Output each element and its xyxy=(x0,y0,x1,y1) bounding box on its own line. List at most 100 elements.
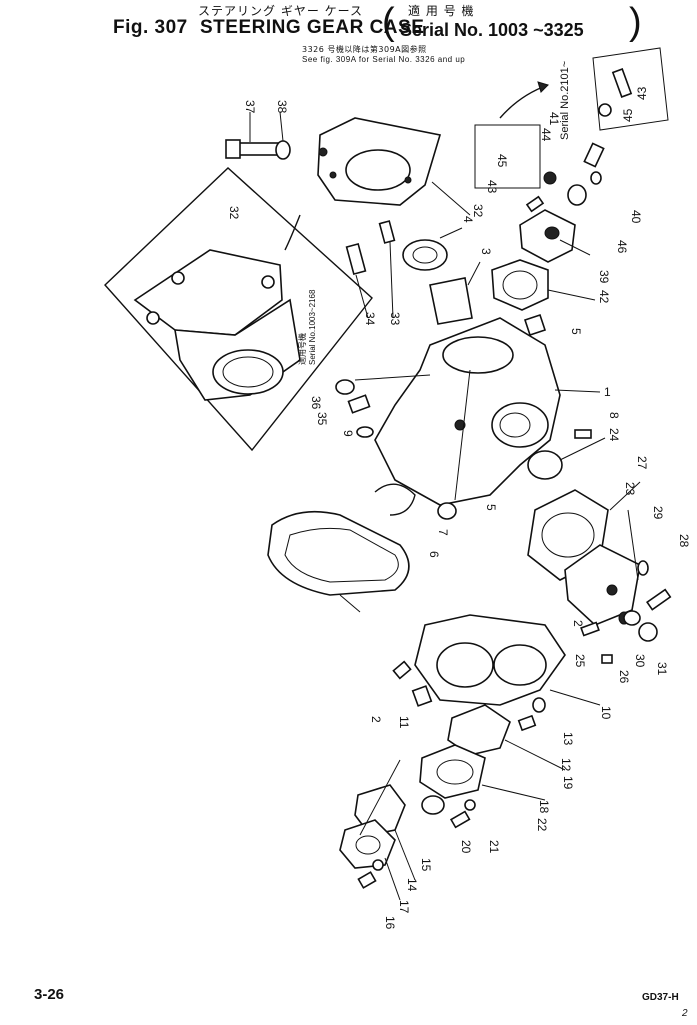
cover-10-bore-right xyxy=(493,644,547,686)
gasket-6 xyxy=(267,510,410,596)
label-25: 25 xyxy=(573,654,587,668)
label-5-bottom: 5 xyxy=(484,504,498,511)
label-13: 13 xyxy=(561,732,575,746)
label-16: 16 xyxy=(383,916,397,930)
label-2-lower: 2 xyxy=(369,716,383,723)
washer-30 xyxy=(623,610,641,626)
cap-31 xyxy=(638,622,658,642)
seal-20 xyxy=(421,795,445,815)
bolt-37-head xyxy=(225,139,241,159)
pin-34 xyxy=(345,242,367,276)
applicable-japanese: 適 用 号 機 xyxy=(408,4,475,18)
bolt-44 xyxy=(543,171,557,185)
washer-38 xyxy=(275,140,291,160)
fitting-5-bottom xyxy=(437,502,457,520)
label-35: 35 xyxy=(315,412,329,426)
cover-23 xyxy=(564,544,641,626)
pin-33 xyxy=(378,220,396,244)
label-43-inset: 43 xyxy=(635,86,649,100)
label-41: 41 xyxy=(547,112,561,126)
label-3: 3 xyxy=(479,248,493,255)
inset-bolt-hole-1 xyxy=(146,311,160,325)
pin-2-lower xyxy=(392,660,412,680)
washer-29 xyxy=(637,560,649,576)
snap-ring-7 xyxy=(374,483,416,516)
label-6: 6 xyxy=(427,551,441,558)
label-46: 46 xyxy=(615,240,629,254)
cover-10-bore-left xyxy=(436,642,494,688)
leader-42 xyxy=(547,289,596,301)
label-45-inset: 45 xyxy=(621,108,635,122)
label-36: 36 xyxy=(309,396,323,410)
leader-23 xyxy=(627,509,639,581)
model-code: GD37-H xyxy=(642,992,679,1003)
case-plug xyxy=(454,419,466,431)
label-19: 19 xyxy=(561,776,575,790)
bolt-21 xyxy=(449,810,471,829)
label-39: 39 xyxy=(597,270,611,284)
inset-bolt-hole-2 xyxy=(171,271,185,285)
washer-17 xyxy=(372,859,384,871)
label-24: 24 xyxy=(607,428,621,442)
label-18: 18 xyxy=(537,800,551,814)
leader-38 xyxy=(279,111,284,142)
seal-4 xyxy=(402,239,448,271)
leader-36 xyxy=(354,374,431,381)
label-40: 40 xyxy=(629,210,643,224)
plug-35 xyxy=(347,394,371,414)
leader-1 xyxy=(554,389,601,393)
inset-japanese-text: 適用号機 xyxy=(297,333,307,365)
gasket-6-inner xyxy=(284,527,399,583)
label-30: 30 xyxy=(633,654,647,668)
label-5-top: 5 xyxy=(569,328,583,335)
flange-32-bore xyxy=(345,149,411,191)
label-33: 33 xyxy=(388,312,402,326)
leader-39 xyxy=(559,239,591,256)
sub-page: 2 xyxy=(682,1008,688,1019)
label-42: 42 xyxy=(597,290,611,304)
note-english: See fig. 309A for Serial No. 3326 and up xyxy=(302,55,466,64)
leader-24 xyxy=(559,437,606,461)
flange-hole-2 xyxy=(404,176,412,184)
serial-range: Serial No. 1003 ~3325 xyxy=(400,20,584,40)
open-paren: ( xyxy=(382,1,395,43)
label-10: 10 xyxy=(599,706,613,720)
page-number: 3-26 xyxy=(34,986,65,1003)
washer-22 xyxy=(464,799,476,811)
cover-14-bore xyxy=(355,835,381,855)
label-43: 43 xyxy=(485,180,499,194)
pin-8 xyxy=(574,429,592,439)
figure-number: Fig. 307 xyxy=(113,17,188,38)
label-28: 28 xyxy=(677,534,691,548)
gasket-42 xyxy=(491,259,549,311)
close-paren: ) xyxy=(629,1,642,43)
label-2-upper: 2 xyxy=(571,620,585,627)
case-side-bore-inner xyxy=(499,412,531,438)
retainer-18 xyxy=(419,744,486,799)
gasket-42-inner xyxy=(502,270,538,300)
leader-18 xyxy=(481,784,546,801)
gasket-27-inner xyxy=(541,512,595,558)
label-8: 8 xyxy=(607,412,621,419)
label-11: 11 xyxy=(397,716,411,729)
inset-bolt-hole-3 xyxy=(261,275,275,289)
label-44: 44 xyxy=(539,128,553,142)
leader-14 xyxy=(384,857,401,901)
cover-39-boss xyxy=(544,226,560,240)
case-top-bore xyxy=(442,336,514,374)
leader-3 xyxy=(467,261,481,286)
gasket-19 xyxy=(447,704,511,756)
cover-14 xyxy=(339,819,396,869)
label-20: 20 xyxy=(459,840,473,854)
fitting-40 xyxy=(583,142,605,168)
label-34: 34 xyxy=(363,312,377,326)
cover-23-boss xyxy=(606,584,618,596)
plug-9 xyxy=(356,426,374,438)
title-japanese: ステアリング ギヤー ケース xyxy=(198,4,364,18)
leader-4 xyxy=(439,227,463,239)
label-4: 4 xyxy=(461,216,475,223)
label-29: 29 xyxy=(651,506,665,520)
label-26: 26 xyxy=(617,670,631,684)
label-45: 45 xyxy=(495,154,509,168)
